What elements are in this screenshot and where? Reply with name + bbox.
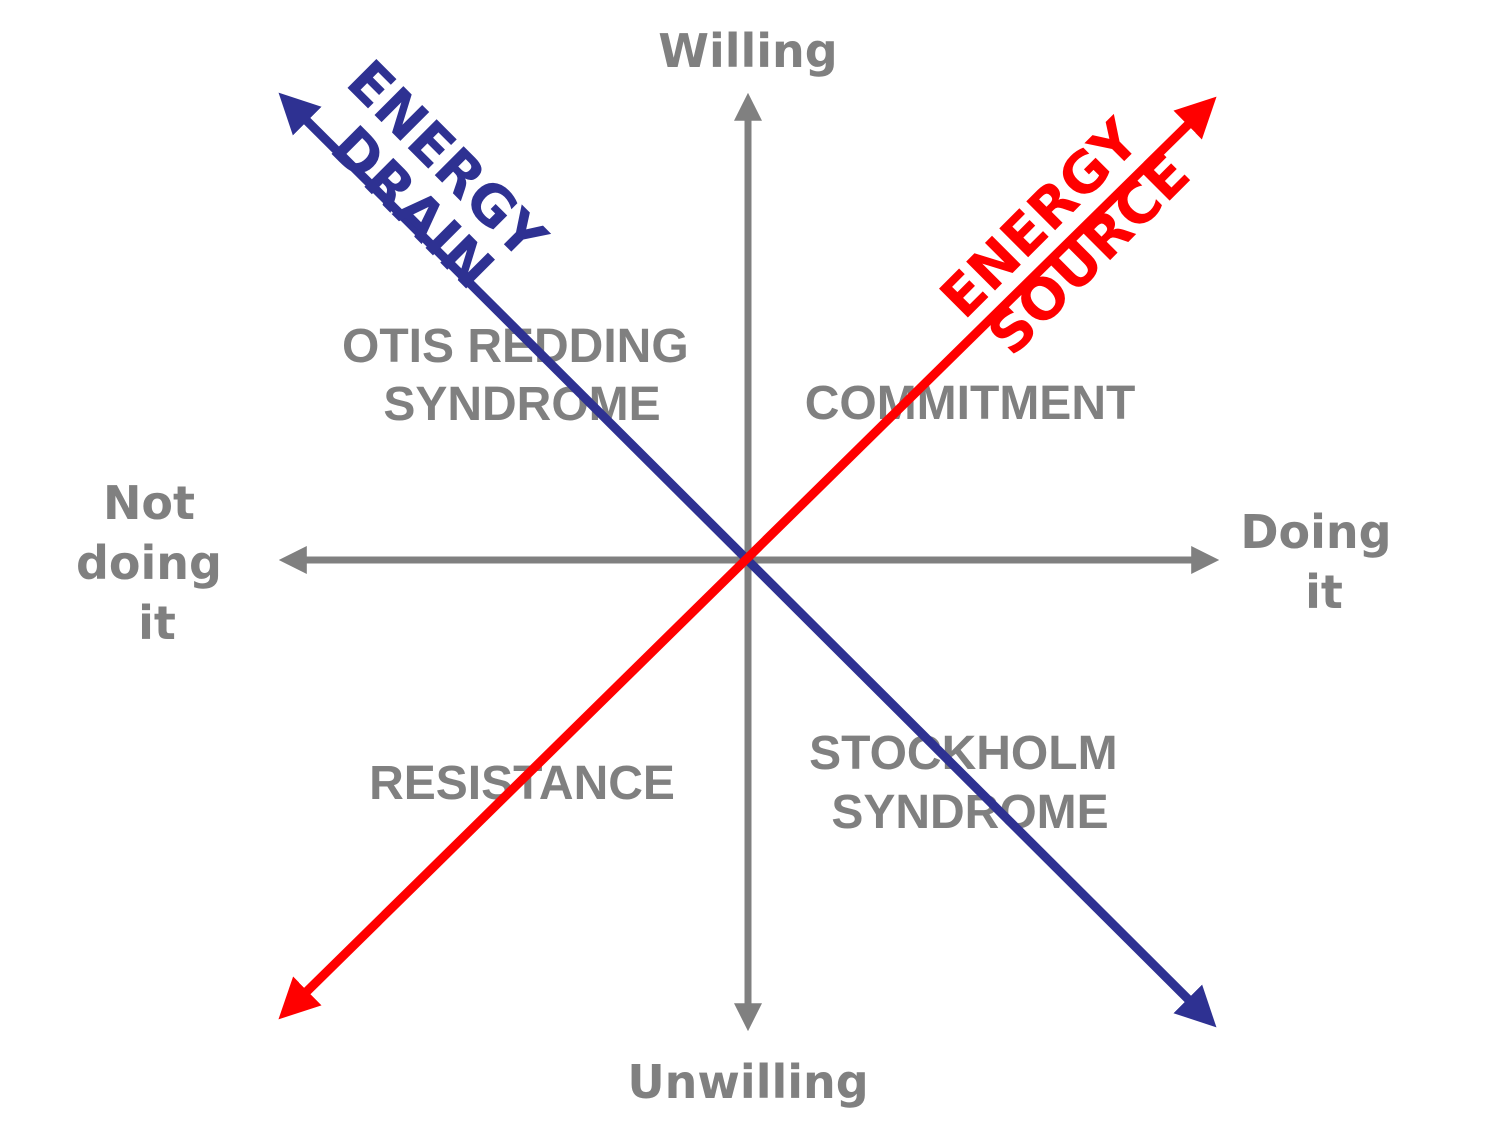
energy-source-arrow <box>278 96 1217 1020</box>
axis-label-right: Doing it <box>1240 505 1407 619</box>
energy-drain-label: ENERGY DRAIN <box>293 48 572 327</box>
axis-label-top: Willing <box>658 24 838 78</box>
axis-label-bottom: Unwilling <box>627 1055 868 1109</box>
quadrant-top-right-label: COMMITMENT <box>805 377 1136 430</box>
energy-source-label: ENERGY SOURCE <box>928 93 1208 373</box>
svg-text:ENERGY DRAIN: ENERGY DRAIN <box>293 48 572 327</box>
svg-text:ENERGY SOURCE: ENERGY SOURCE <box>928 93 1208 373</box>
axis-label-left: Not doing it <box>76 476 238 650</box>
